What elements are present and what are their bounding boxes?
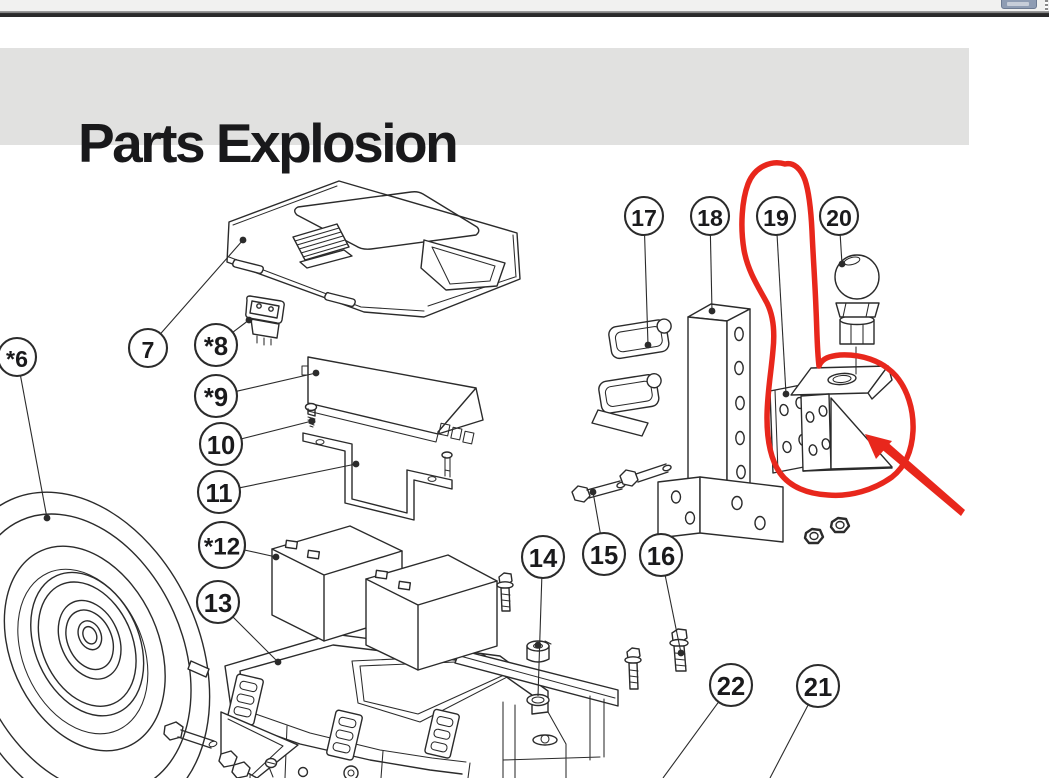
callout-circle-10 xyxy=(198,421,244,467)
callouts-layer: *6 7 *8 *9 10 11 *12 13 14 15 16 17 18 19 20 22 21 xyxy=(0,195,860,778)
callout-dot-20 xyxy=(838,260,846,268)
part-13-chassis-tray xyxy=(163,633,619,778)
callout-circle-19 xyxy=(755,195,797,237)
callout-circle-*8 xyxy=(193,322,239,368)
red-circle-annotation xyxy=(739,160,916,499)
part-11-bracket xyxy=(302,432,453,521)
callout-label-14: 14 xyxy=(529,545,558,573)
callout-leader-21 xyxy=(769,704,809,778)
callout-label-*6: *6 xyxy=(6,346,28,372)
part-17-clamps xyxy=(591,318,672,437)
callout-circle-*12 xyxy=(197,520,247,570)
flange-bolt-left xyxy=(496,572,514,612)
callout-dot-13 xyxy=(274,658,282,666)
part-7-cover xyxy=(226,180,521,318)
part-9-control-box xyxy=(301,356,484,445)
title-band: Parts Explosion xyxy=(0,48,969,174)
callout-leader-*12 xyxy=(244,549,277,558)
callout-dot-11 xyxy=(352,460,360,468)
callout-circle-22 xyxy=(708,662,754,708)
callout-dot-19 xyxy=(782,390,790,398)
part-20-hitch-ball xyxy=(834,254,880,375)
callout-leader-*6 xyxy=(19,375,48,519)
callout-circle-15 xyxy=(581,531,627,577)
browser-top-strip xyxy=(0,0,1049,14)
callout-leader-*8 xyxy=(232,319,250,333)
callout-leader-16 xyxy=(664,575,682,654)
callout-leader-10 xyxy=(241,420,313,440)
callout-label-10: 10 xyxy=(207,432,236,460)
callout-leader-15 xyxy=(592,491,601,534)
callout-label-22: 22 xyxy=(717,673,746,701)
callout-leader-*9 xyxy=(236,372,317,392)
callout-label-13: 13 xyxy=(204,590,233,618)
callout-leader-13 xyxy=(232,616,279,663)
callout-circle-14 xyxy=(520,534,566,580)
callout-leader-20 xyxy=(839,234,843,265)
callout-circle-21 xyxy=(795,663,841,709)
part-12-batteries xyxy=(271,525,498,671)
callout-circle-18 xyxy=(689,195,731,237)
callout-dot-16 xyxy=(677,649,685,657)
lock-nuts xyxy=(803,516,851,545)
callout-dot-*6 xyxy=(43,514,51,522)
page-edge-dots xyxy=(1045,0,1048,14)
callout-dot-*12 xyxy=(272,553,280,561)
callout-label-19: 19 xyxy=(763,205,789,231)
part-8-switch xyxy=(245,295,285,346)
callout-dot-10 xyxy=(308,417,316,425)
callout-dot-14 xyxy=(534,641,542,649)
callout-label-*8: *8 xyxy=(204,333,228,361)
callout-leader-19 xyxy=(776,234,787,395)
red-arrow-annotation xyxy=(865,434,965,516)
print-icon[interactable] xyxy=(1001,0,1037,9)
part-6-wheel xyxy=(0,491,211,778)
page-title: Parts Explosion xyxy=(78,112,459,174)
callout-circle-*9 xyxy=(193,373,239,419)
callout-circle-20 xyxy=(818,195,860,237)
callout-circle-13 xyxy=(195,579,241,625)
part-15-hex-bolts xyxy=(571,463,672,503)
callout-circle-11 xyxy=(196,469,242,515)
callout-circle-*6 xyxy=(0,336,38,378)
callout-label-18: 18 xyxy=(697,205,723,231)
callout-circle-16 xyxy=(638,532,684,578)
callout-label-15: 15 xyxy=(590,542,619,570)
callout-leader-11 xyxy=(239,463,357,489)
callout-circle-7 xyxy=(127,327,169,369)
part-16-flange-bolt xyxy=(669,628,689,672)
callout-dot-15 xyxy=(589,488,597,496)
callout-leader-14 xyxy=(537,577,543,697)
callout-label-16: 16 xyxy=(647,543,676,571)
callout-label-20: 20 xyxy=(826,205,852,231)
callout-dot-18 xyxy=(708,307,716,315)
callout-leader-18 xyxy=(709,234,713,312)
callout-dot-*8 xyxy=(245,316,253,324)
callout-label-21: 21 xyxy=(804,674,833,702)
callout-leader-22 xyxy=(662,701,720,778)
print-icon-detail xyxy=(1007,2,1029,6)
callout-dot-7 xyxy=(239,236,247,244)
callout-dot-17 xyxy=(644,341,652,349)
part-18-support-tube xyxy=(657,303,784,543)
flange-bolt-mid xyxy=(624,647,642,690)
callout-label-*9: *9 xyxy=(204,384,228,412)
callout-label-7: 7 xyxy=(142,337,155,363)
page-top-border xyxy=(0,11,1049,17)
callout-label-11: 11 xyxy=(205,480,232,508)
callout-label-17: 17 xyxy=(631,205,657,231)
callout-leader-17 xyxy=(644,234,649,346)
callout-dot-*9 xyxy=(312,369,320,377)
callout-label-*12: *12 xyxy=(204,533,240,560)
callout-leader-7 xyxy=(160,239,244,335)
callout-circle-17 xyxy=(623,195,665,237)
